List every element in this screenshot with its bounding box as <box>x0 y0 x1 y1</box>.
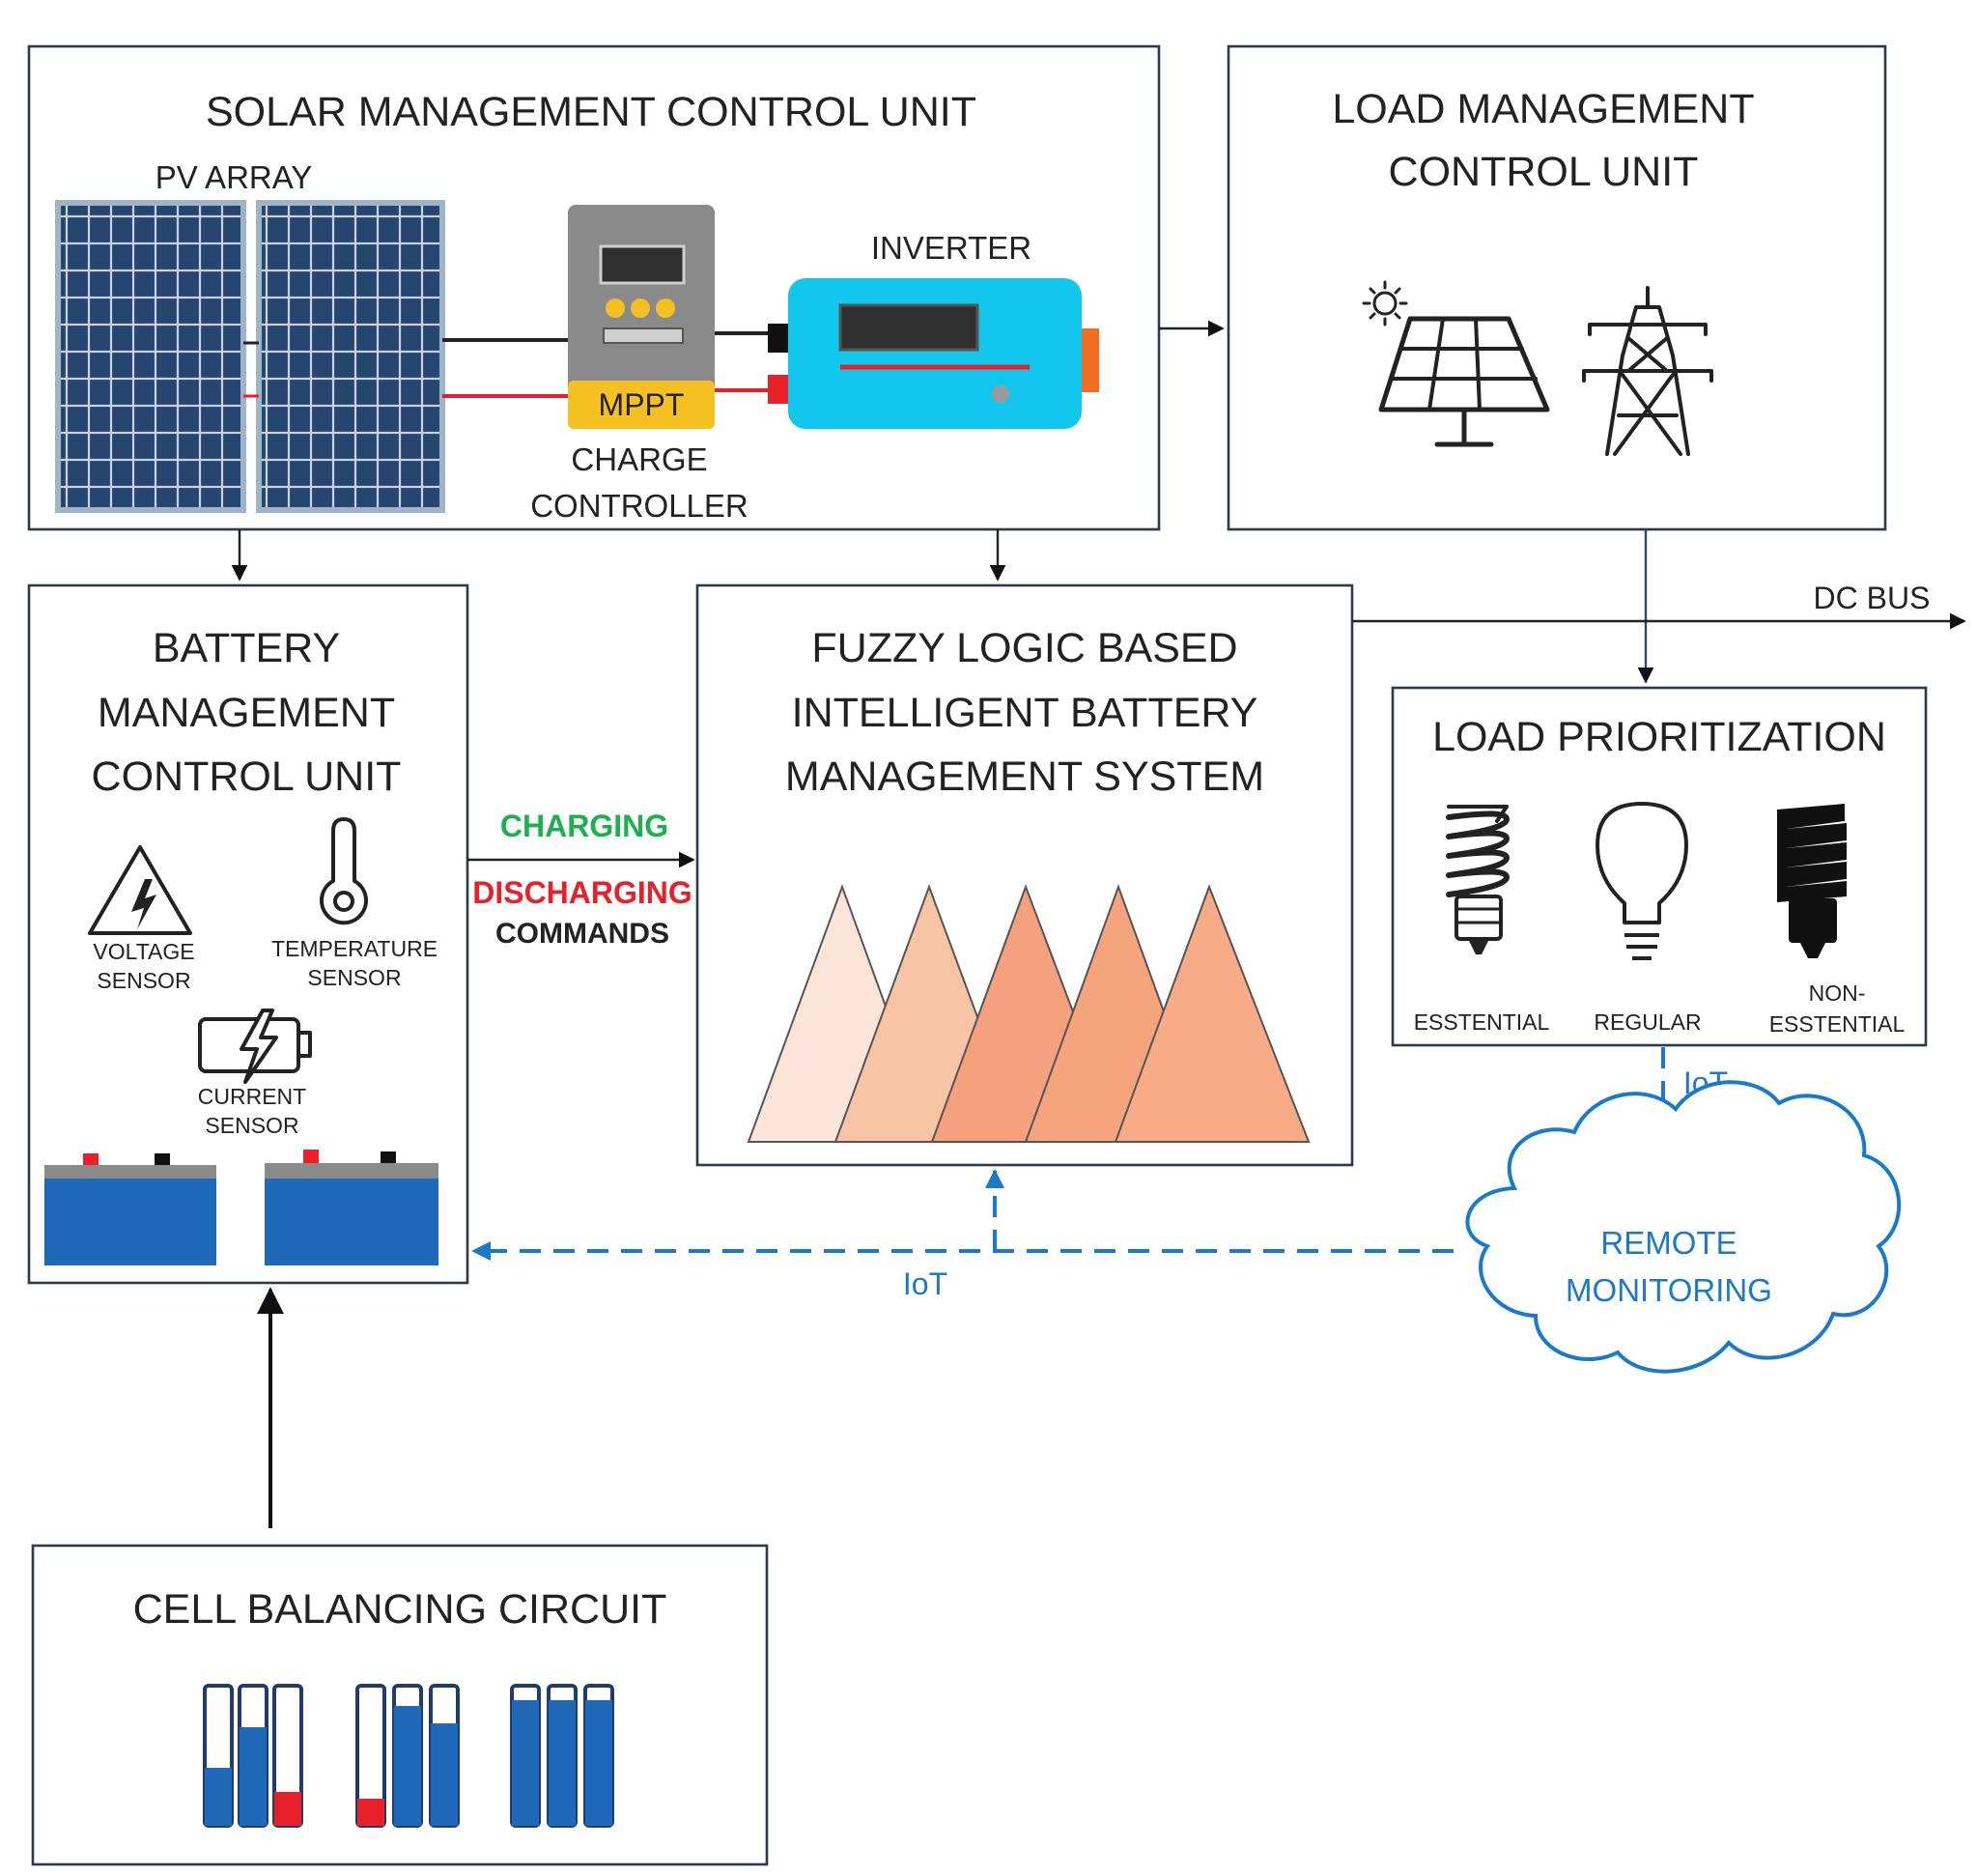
temperature-sensor-icon <box>320 817 368 925</box>
remote-monitoring-label-line1: REMOTE <box>1600 1225 1737 1261</box>
charging-label: CHARGING <box>500 809 668 843</box>
essential-label: ESSTENTIAL <box>1414 1009 1550 1035</box>
charge-controller-label-line2: CONTROLLER <box>530 488 748 524</box>
fuzzy-membership-functions <box>747 884 1311 1143</box>
mppt-charge-controller-icon: MPPT <box>568 205 715 429</box>
solar-unit-title: SOLAR MANAGEMENT CONTROL UNIT <box>206 89 976 135</box>
regular-load-bulb-icon <box>1596 802 1688 960</box>
battery-unit-title-line1: BATTERY <box>153 625 340 671</box>
remote-monitoring-cloud-icon <box>1465 1080 1902 1374</box>
cell-balancing-cells-icon <box>203 1684 614 1828</box>
load-unit-title-line1: LOAD MANAGEMENT <box>1332 86 1754 132</box>
non-essential-load-bulb-icon <box>1777 804 1847 958</box>
temperature-sensor-label-line2: SENSOR <box>307 965 401 990</box>
load-management-control-unit: LOAD MANAGEMENT CONTROL UNIT <box>1227 44 1887 531</box>
battery-pack-icon <box>44 1150 438 1265</box>
inverter-label: INVERTER <box>871 230 1031 266</box>
inverter-icon <box>768 278 1099 429</box>
load-unit-title-line2: CONTROL UNIT <box>1389 149 1699 195</box>
load-prioritization-unit: LOAD PRIORITIZATION ESSTENTIAL REGULAR N… <box>1391 686 1928 1047</box>
dc-bus-label: DC BUS <box>1814 581 1931 615</box>
commands-label: COMMANDS <box>495 918 669 950</box>
battery-management-control-unit: BATTERY MANAGEMENT CONTROL UNIT VOLTAGE … <box>27 583 469 1285</box>
temperature-sensor-label-line1: TEMPERATURE <box>271 936 438 961</box>
mppt-label: MPPT <box>599 387 685 422</box>
non-essential-label-line2: ESSTENTIAL <box>1769 1011 1906 1037</box>
load-prioritization-title: LOAD PRIORITIZATION <box>1432 714 1886 760</box>
charge-controller-label-line1: CHARGE <box>571 441 707 477</box>
voltage-sensor-label-line1: VOLTAGE <box>93 939 194 964</box>
cell-balancing-title: CELL BALANCING CIRCUIT <box>133 1586 667 1633</box>
current-sensor-label-line2: SENSOR <box>205 1113 298 1138</box>
fuzzy-unit-title-line2: INTELLIGENT BATTERY <box>792 690 1258 736</box>
fuzzy-unit-title-line1: FUZZY LOGIC BASED <box>811 625 1237 671</box>
iot-label-bottom: IoT <box>903 1266 947 1301</box>
essential-load-bulb-icon <box>1446 805 1510 954</box>
transmission-tower-icon <box>1582 286 1713 456</box>
discharging-label: DISCHARGING <box>472 875 692 910</box>
current-sensor-label-line1: CURRENT <box>198 1084 306 1109</box>
pv-array-label: PV ARRAY <box>155 159 313 195</box>
current-sensor-icon <box>198 1009 312 1084</box>
solar-management-control-unit: SOLAR MANAGEMENT CONTROL UNIT PV ARRAY M… <box>27 44 1161 531</box>
remote-monitoring-label-line2: MONITORING <box>1566 1272 1772 1308</box>
voltage-sensor-icon <box>88 845 192 935</box>
pv-array-icon <box>55 200 445 513</box>
voltage-sensor-label-line2: SENSOR <box>97 968 190 993</box>
fuzzy-logic-bms-unit: FUZZY LOGIC BASED INTELLIGENT BATTERY MA… <box>695 583 1354 1167</box>
fuzzy-unit-title-line3: MANAGEMENT SYSTEM <box>785 753 1264 800</box>
cell-balancing-circuit-unit: CELL BALANCING CIRCUIT <box>31 1544 769 1866</box>
non-essential-label-line1: NON- <box>1809 981 1866 1006</box>
regular-label: REGULAR <box>1594 1009 1701 1035</box>
solar-panel-icon <box>1362 280 1550 447</box>
battery-unit-title-line2: MANAGEMENT <box>98 690 395 736</box>
membership-triangle-5 <box>1114 884 1311 1143</box>
battery-unit-title-line3: CONTROL UNIT <box>92 753 402 800</box>
